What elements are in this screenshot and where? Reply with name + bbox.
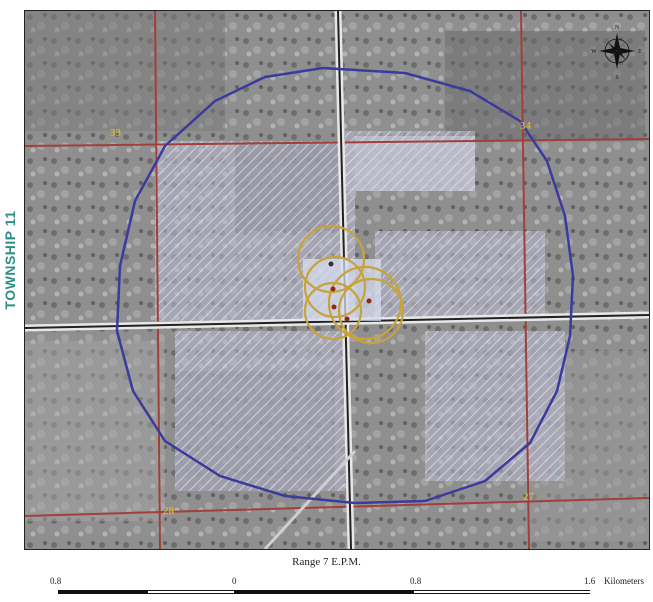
scale-unit: Kilometers [604, 576, 644, 586]
section-label-27: 27 [523, 491, 535, 503]
scale-bar: 0.8 0 0.8 1.6 Kilometers [0, 576, 653, 602]
section-label-34: 34 [520, 120, 532, 132]
section-lines [25, 11, 649, 549]
scale-tick-3: 1.6 [584, 576, 596, 586]
aerial-map[interactable]: 33 34 28 27 N E S W [24, 10, 650, 550]
svg-text:N: N [615, 25, 620, 31]
svg-text:W: W [591, 49, 597, 55]
svg-text:E: E [638, 49, 642, 55]
scale-tick-1: 0 [232, 576, 237, 586]
svg-text:S: S [615, 75, 618, 81]
well-points [328, 261, 372, 322]
buffer-circle [115, 66, 575, 505]
township-label: TOWNSHIP 11 [2, 210, 18, 310]
map-canvas: 33 34 28 27 N E S W [25, 11, 649, 549]
well-buffers [296, 224, 405, 345]
section-label-28: 28 [163, 505, 175, 517]
range-label: Range 7 E.P.M. [292, 556, 361, 568]
scale-tick-0: 0.8 [50, 576, 62, 586]
scale-tick-2: 0.8 [410, 576, 422, 586]
section-label-33: 33 [110, 127, 122, 139]
compass-rose-icon: N E S W [591, 25, 642, 81]
